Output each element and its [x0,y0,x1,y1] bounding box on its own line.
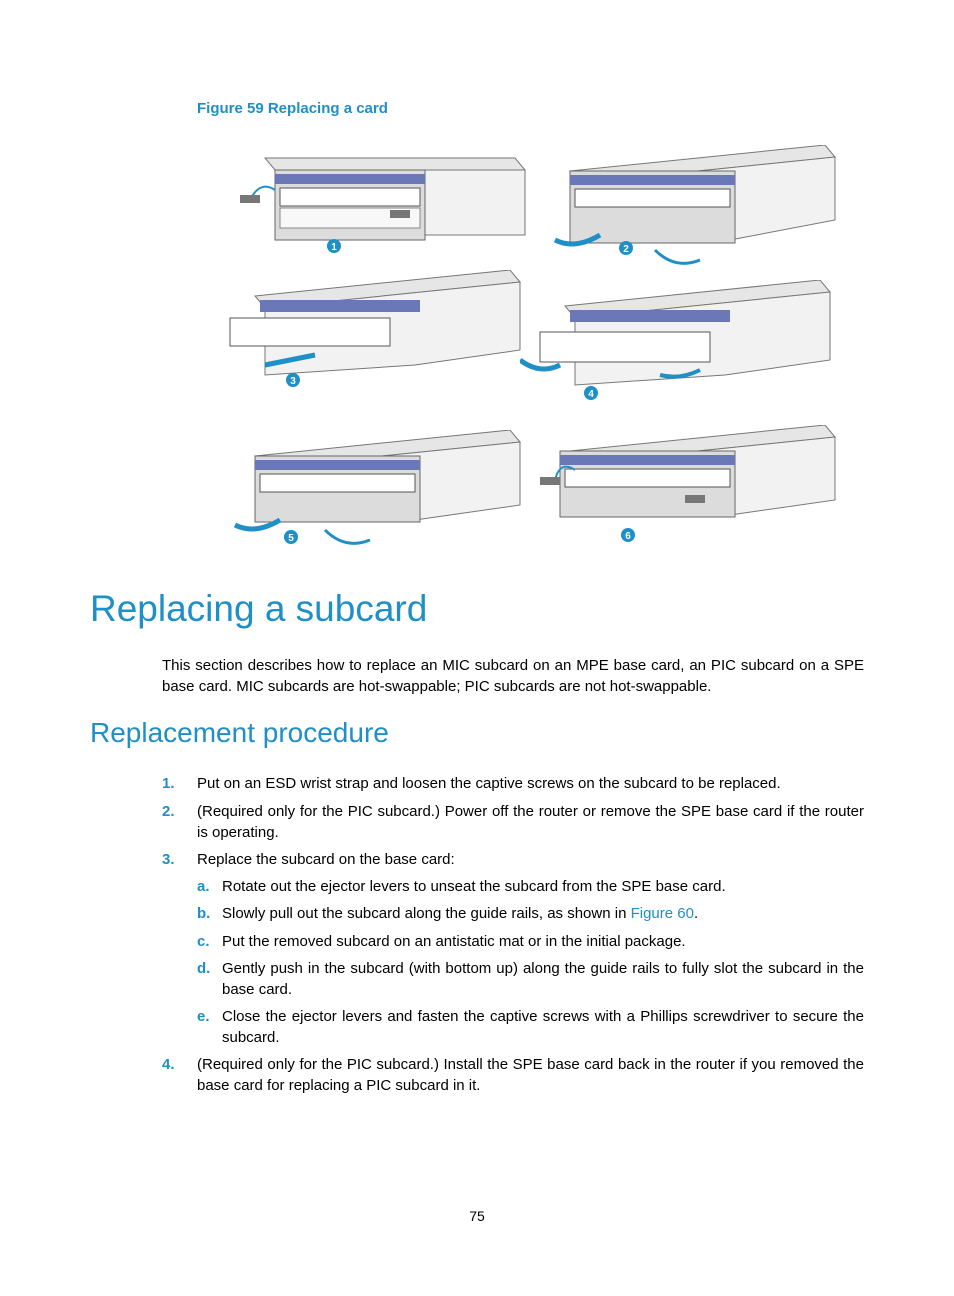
section-heading: Replacing a subcard [90,588,428,629]
substep-text: Gently push in the subcard (with bottom … [222,960,864,998]
substep-text: Put the removed subcard on an antistatic… [222,933,686,950]
list-item: a. Rotate out the ejector levers to unse… [162,876,864,897]
step-marker-6: 6 [625,531,631,542]
step-marker-2: 2 [623,244,629,255]
illustration-panel-6: 6 [540,425,836,542]
illustration-panel-5: 5 [233,430,521,545]
step-number: 3. [162,851,175,868]
figure-caption: Figure 59 Replacing a card [197,100,388,117]
list-item: 4. (Required only for the PIC subcard.) … [162,1054,864,1096]
substep-letter: e. [197,1008,210,1025]
illustration-panel-1: 1 [240,157,527,253]
step-marker-4: 4 [588,389,594,400]
list-item: 3. Replace the subcard on the base card: [162,849,864,870]
page-number: 75 [469,1208,485,1224]
illustration-panel-3: 3 [229,270,521,387]
illustration-panel-4: 4 [520,280,831,400]
list-item: 1. Put on an ESD wrist strap and loosen … [162,773,864,794]
step-marker-5: 5 [288,533,294,544]
figure-replacing-card: 1 2 3 4 5 [200,140,850,560]
step-number: 4. [162,1056,175,1073]
substep-text: Slowly pull out the subcard along the gu… [222,905,699,922]
list-item: d. Gently push in the subcard (with bott… [162,958,864,1000]
step-marker-3: 3 [290,376,296,387]
list-item: e. Close the ejector levers and fasten t… [162,1006,864,1048]
list-item: b. Slowly pull out the subcard along the… [162,903,864,924]
procedure-list: 1. Put on an ESD wrist strap and loosen … [162,773,864,1096]
substep-letter: b. [197,905,211,922]
step-text: (Required only for the PIC subcard.) Ins… [197,1056,864,1094]
substep-letter: d. [197,960,211,977]
substep-text: Rotate out the ejector levers to unseat … [222,878,726,895]
step-text: Replace the subcard on the base card: [197,851,455,868]
step-number: 1. [162,775,175,792]
substep-letter: a. [197,878,210,895]
list-item: 2. (Required only for the PIC subcard.) … [162,801,864,843]
step-number: 2. [162,803,175,820]
step-marker-1: 1 [331,242,337,253]
substep-letter: c. [197,933,210,950]
list-item: c. Put the removed subcard on an antista… [162,931,864,952]
figure-60-link[interactable]: Figure 60 [630,905,694,922]
illustration-panel-2: 2 [553,145,836,265]
subsection-heading: Replacement procedure [90,717,389,748]
step-text: (Required only for the PIC subcard.) Pow… [197,803,864,841]
substep-text: Close the ejector levers and fasten the … [222,1008,864,1046]
step-text: Put on an ESD wrist strap and loosen the… [197,775,781,792]
intro-paragraph: This section describes how to replace an… [162,657,864,695]
